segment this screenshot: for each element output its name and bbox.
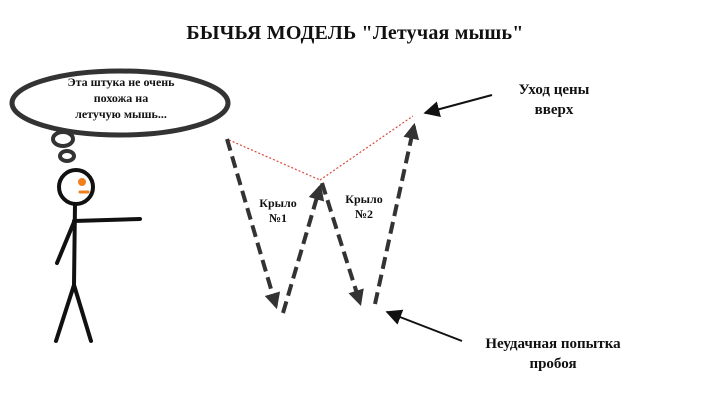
thought-line-1: Эта штука не очень <box>67 75 175 89</box>
annotation-failed-breakout-line-2: пробоя <box>529 356 577 372</box>
thought-dot-large <box>51 130 75 148</box>
price-arrow-up-2 <box>373 122 420 305</box>
annotation-failed-breakout: Неудачная попытка пробоя <box>460 334 646 374</box>
stick-figure-head <box>57 168 95 206</box>
price-arrow-down-1 <box>225 138 281 310</box>
thought-line-3: летучую мышь... <box>75 107 167 121</box>
stick-figure-eye <box>78 178 86 186</box>
thought-bubble-text: Эта штука не очень похожа на летучую мыш… <box>16 74 226 122</box>
pointer-arrow-failed-breakout <box>385 309 463 342</box>
stick-figure-body <box>72 202 77 287</box>
thought-dot-small <box>58 149 76 163</box>
pointer-arrow-price-up <box>423 94 493 117</box>
price-arrow-up-1 <box>281 183 325 314</box>
price-arrow-down-2 <box>320 182 364 307</box>
annotation-price-up-line-1: Уход цены <box>518 82 590 98</box>
diagram-title: БЫЧЬЯ МОДЕЛЬ "Летучая мышь" <box>186 22 524 44</box>
wing-1-label: Крыло №1 <box>250 196 306 226</box>
wing-2-label-line-2: №2 <box>354 207 374 221</box>
wing-2-label: Крыло №2 <box>336 192 392 222</box>
dotted-line-left <box>228 139 321 181</box>
annotation-failed-breakout-line-1: Неудачная попытка <box>485 336 621 352</box>
stick-figure-arm-right <box>72 217 142 223</box>
stick-figure <box>54 168 142 343</box>
wing-2-label-line-1: Крыло <box>345 192 383 206</box>
stick-figure-leg-left <box>54 283 76 343</box>
stick-figure-leg-right <box>72 283 93 343</box>
stick-figure-arm-left <box>55 220 76 265</box>
dotted-line-right <box>319 115 414 181</box>
annotation-price-up: Уход цены вверх <box>494 80 614 120</box>
thought-line-2: похожа на <box>93 91 149 105</box>
wing-1-label-line-2: №1 <box>268 211 288 225</box>
wing-1-label-line-1: Крыло <box>259 196 297 210</box>
annotation-price-up-line-2: вверх <box>534 102 574 118</box>
thought-bubble <box>9 68 231 138</box>
